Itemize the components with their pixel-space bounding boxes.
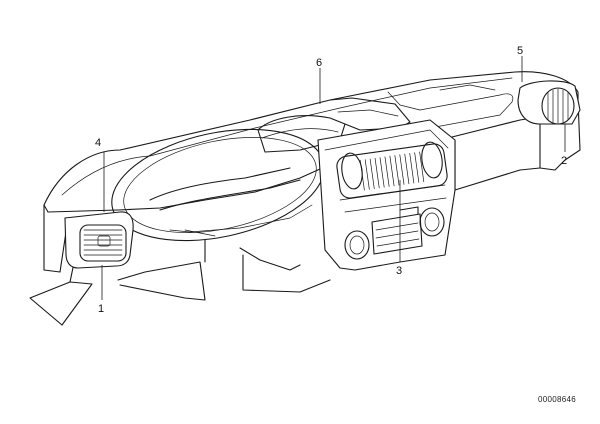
right-dash-panel xyxy=(387,84,514,129)
callout-4: 4 xyxy=(95,137,101,149)
centre-air-vent xyxy=(336,141,448,199)
leader-lines xyxy=(101,56,566,300)
reference-number: 00008646 xyxy=(538,395,576,404)
callout-1: 1 xyxy=(98,303,104,315)
climate-control-panel xyxy=(344,206,445,260)
right-air-vent xyxy=(517,80,581,125)
steering-wheel xyxy=(111,128,325,242)
callout-2: 2 xyxy=(561,155,567,167)
callout-6: 6 xyxy=(316,57,322,69)
left-air-vent xyxy=(64,211,134,269)
right-vent-louvres xyxy=(547,88,569,124)
left-vent-louvres xyxy=(83,229,123,256)
callout-3: 3 xyxy=(396,265,402,277)
centre-console xyxy=(317,119,456,271)
callout-5: 5 xyxy=(517,45,523,57)
callouts: 1 2 3 4 5 6 xyxy=(95,45,567,315)
centre-vent-louvres xyxy=(359,151,425,191)
